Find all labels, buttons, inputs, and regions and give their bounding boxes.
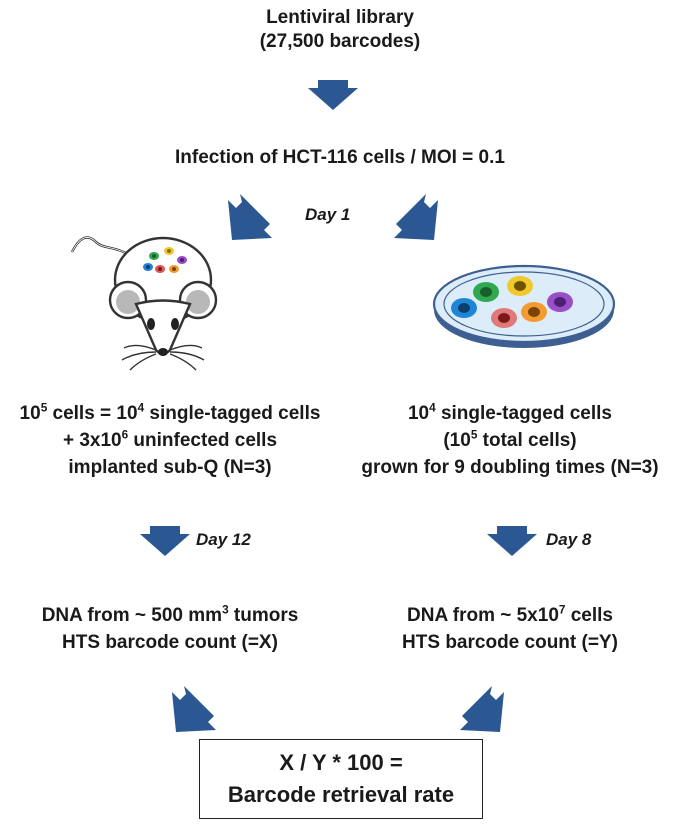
petri-dish-icon bbox=[432, 264, 616, 348]
left-desc-line3: implanted sub-Q (N=3) bbox=[68, 457, 272, 478]
left-desc: 105 cells = 104 single-tagged cells + 3x… bbox=[0, 400, 340, 481]
day-8-label: Day 8 bbox=[546, 530, 592, 549]
right-dna: DNA from ~ 5x107 cells HTS barcode count… bbox=[340, 602, 680, 656]
infection-text: Infection of HCT-116 cells / MOI = 0.1 bbox=[175, 147, 505, 168]
diag-arrow-right-1 bbox=[394, 194, 438, 240]
result-label: Barcode retrieval rate bbox=[227, 782, 455, 807]
right-count: HTS barcode count (=Y) bbox=[402, 632, 618, 653]
library-title: Lentiviral library (27,500 barcodes) bbox=[0, 6, 680, 54]
library-title-line2: (27,500 barcodes) bbox=[259, 31, 421, 52]
day-12-label: Day 12 bbox=[196, 530, 251, 549]
right-desc-line3: grown for 9 doubling times (N=3) bbox=[361, 457, 659, 478]
day-1-label: Day 1 bbox=[305, 205, 351, 224]
left-dna-line1: DNA from ~ 500 mm3 tumors bbox=[41, 603, 299, 626]
result-box: X / Y * 100 = Barcode retrieval rate bbox=[199, 739, 483, 819]
left-desc-line1: 105 cells = 104 single-tagged cells bbox=[19, 401, 321, 424]
diag-arrow-right-2 bbox=[460, 686, 504, 732]
diag-arrow-left-2 bbox=[172, 686, 216, 732]
library-title-line1: Lentiviral library bbox=[266, 7, 414, 28]
left-dna: DNA from ~ 500 mm3 tumors HTS barcode co… bbox=[0, 602, 340, 656]
right-desc: 104 single-tagged cells (105 total cells… bbox=[340, 400, 680, 481]
left-desc-line2: + 3x106 uninfected cells bbox=[62, 428, 278, 451]
mouse-icon bbox=[70, 236, 218, 371]
down-arrow-1 bbox=[308, 80, 358, 110]
right-dna-line1: DNA from ~ 5x107 cells bbox=[407, 603, 613, 626]
down-arrow-left bbox=[140, 526, 190, 556]
result-formula: X / Y * 100 = bbox=[279, 750, 403, 775]
right-desc-line1: 104 single-tagged cells bbox=[407, 401, 612, 424]
diag-arrow-left-1 bbox=[228, 194, 272, 240]
down-arrow-right bbox=[487, 526, 537, 556]
right-desc-line2: (105 total cells) bbox=[443, 428, 577, 451]
left-count: HTS barcode count (=X) bbox=[62, 632, 278, 653]
